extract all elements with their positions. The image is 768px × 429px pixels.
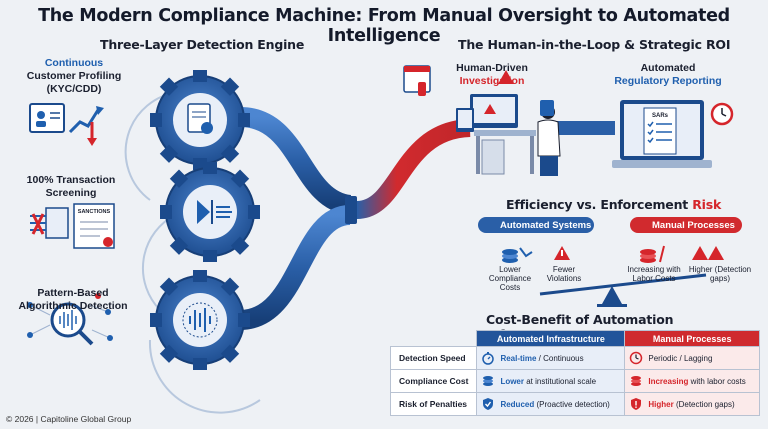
table-row: Detection Speed Real-time / Continuous P… [389,346,760,370]
layer-profiling-line3: (KYC/CDD) [46,83,102,96]
increasing-labor-label: Increasing with Labor Costs [627,265,681,284]
manual-processes-pill: Manual Processes [630,217,742,233]
gear-middle [160,162,260,262]
table-row: Risk of Penalties Reduced (Proactive det… [389,392,760,416]
layer-screening-line1: 100% Transaction [26,174,116,186]
cell-manual-bold: Higher [648,399,674,409]
automated-reporting-line2: Regulatory Reporting [614,75,722,88]
pipe-red [355,119,471,219]
layer-pattern-label: Pattern-Based Algorithmic Detection [6,287,140,313]
flow-arc [124,91,181,201]
layer-screening-label: 100% Transaction Screening [8,174,134,200]
cell-auto-rest: (Proactive detection) [534,399,610,409]
cell-manual-rest: with labor costs [688,376,746,386]
col-manual-header: Manual Processes [624,330,760,347]
table-row: Compliance Cost Lower at institutional s… [389,369,760,393]
cell-manual-rest: (Detection gaps) [673,399,735,409]
row-label: Detection Speed [389,346,478,370]
efficiency-heading-risk: Risk [692,197,722,212]
layer-profiling-line2: Customer Profiling [26,70,122,83]
coins-icon [502,247,533,263]
row-label: Risk of Penalties [389,392,478,416]
engine-heading: Three-Layer Detection Engine [100,37,305,52]
human-investigation-label: Human-Driven Investigation [437,62,547,88]
coins-red-icon [631,376,642,386]
layer-profiling-label: Continuous Customer Profiling (KYC/CDD) [18,57,130,96]
footer-copyright: © 2026 | Capitoline Global Group [6,414,132,424]
layer-pattern-line1: Pattern-Based [37,287,109,299]
automated-reporting-label: Automated Regulatory Reporting [606,62,730,88]
coins-icon [483,376,494,386]
flow-arc [148,339,261,414]
pipe [238,205,352,330]
stopwatch-icon [482,352,495,365]
layer-profiling-line1: Continuous [44,57,104,69]
flow-arc [142,214,176,311]
human-investigation-line2: Investigation [459,75,525,88]
warning-double-icon [692,246,724,260]
gear-bottom [150,270,250,370]
shield-check-icon [483,398,494,410]
cell-manual-rest: Periodic / Lagging [648,353,713,363]
fewer-violations-label: Fewer Violations [546,265,582,284]
row-label: Compliance Cost [389,369,478,393]
roi-heading: The Human-in-the-Loop & Strategic ROI [458,37,731,52]
customer-profile-icon [29,103,104,146]
clock-icon [630,351,643,365]
pipe [239,107,353,215]
efficiency-heading-main: Efficiency vs. Enforcement [506,197,693,212]
cell-auto-bold: Lower [500,376,524,386]
sanctions-doc-label: SANCTIONS [78,209,111,215]
gear-top [150,70,250,170]
cell-auto-rest: / Continuous [536,353,584,363]
layer-pattern-line2: Algorithmic Detection [18,300,128,313]
shield-alert-icon [631,398,642,410]
cell-auto-rest: at institutional scale [524,376,597,386]
lower-costs-label: Lower Compliance Costs [488,265,532,293]
layer-screening-line2: Screening [45,187,97,200]
rising-coins-icon [640,245,665,263]
pattern-detection-icon [27,293,113,346]
automated-systems-pill: Automated Systems [478,217,594,233]
cell-auto-bold: Real-time [500,353,537,363]
efficiency-heading: Efficiency vs. Enforcement Risk [506,197,721,212]
col-automated-header: Automated Infrastructure [476,330,626,347]
warning-icon [554,246,570,260]
cell-auto-bold: Reduced [500,399,535,409]
investigation-station-icon [403,65,561,176]
transaction-screening-icon: SANCTIONS [30,203,115,249]
automated-reporting-line1: Automated [640,62,696,74]
page-title: The Modern Compliance Machine: From Manu… [38,6,730,46]
costbenefit-table: Automated Infrastructure Manual Processe… [389,330,760,416]
sars-doc-label: SARs [652,113,669,119]
cell-manual-bold: Increasing [648,376,689,386]
reporting-laptop-icon: SARs [612,100,734,168]
pipe-joint [345,196,357,224]
human-investigation-line1: Human-Driven [456,62,528,74]
balance-scale [539,273,707,307]
higher-detection-gaps-label: Higher (Detection gaps) [688,265,752,284]
